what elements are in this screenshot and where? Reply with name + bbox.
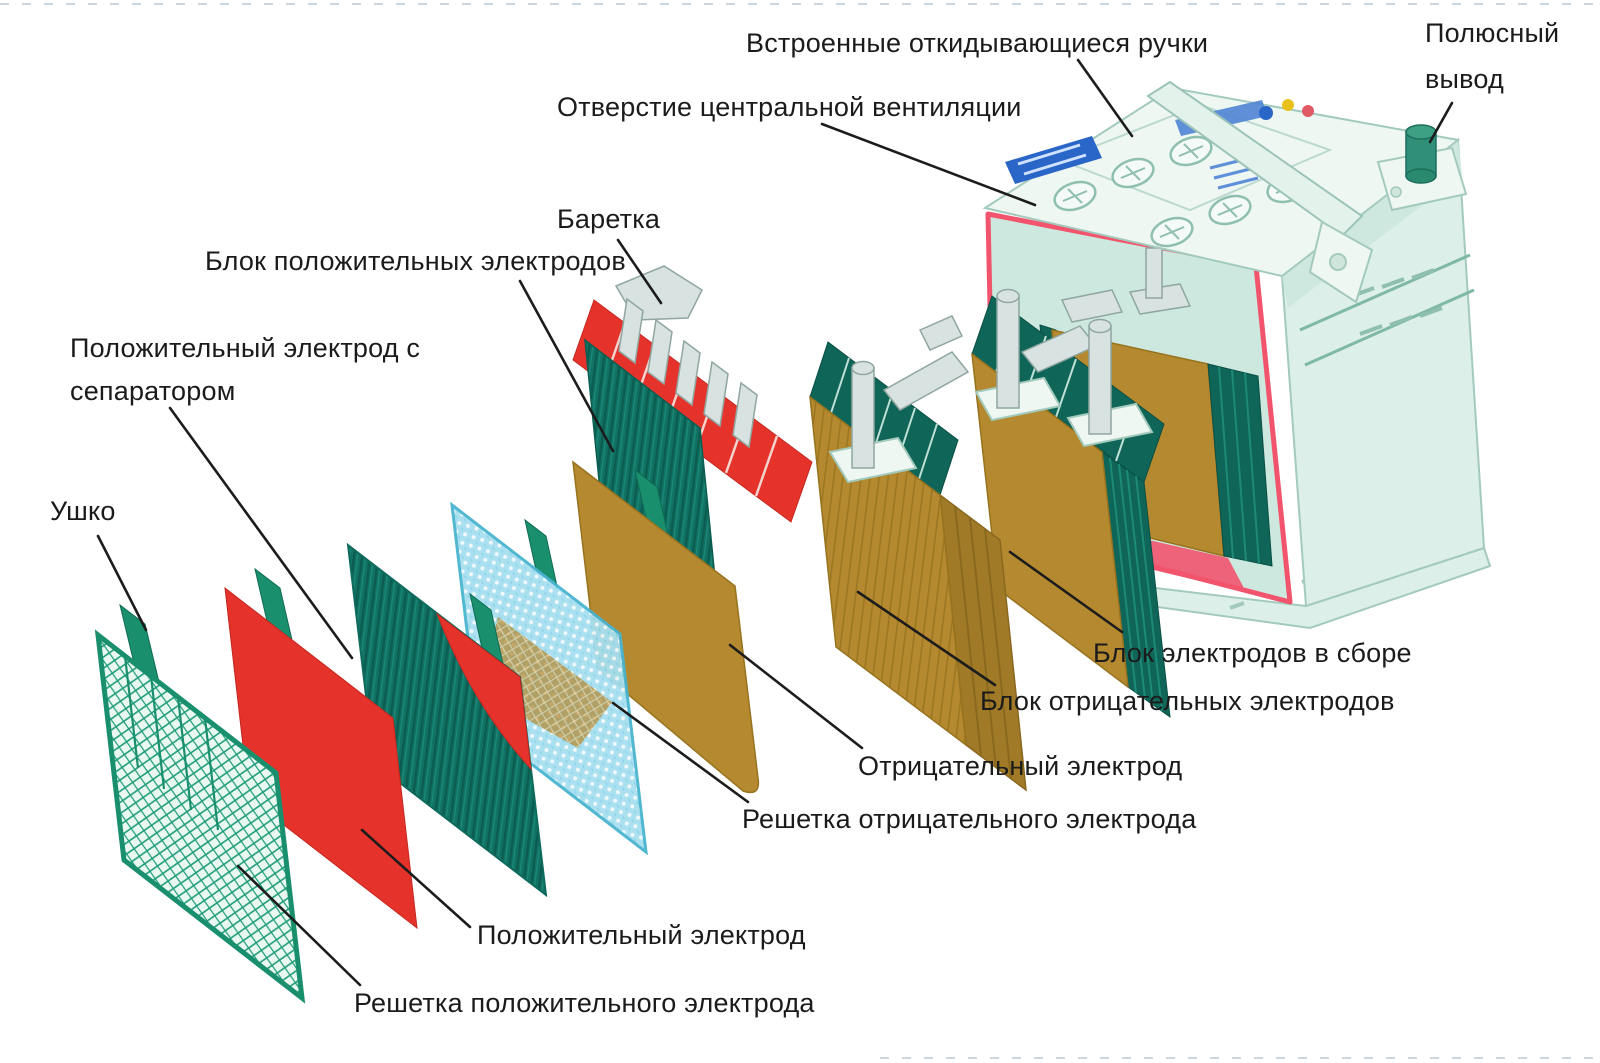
leader-lines xyxy=(96,58,1454,987)
leader-terminal xyxy=(1428,101,1454,144)
neg-block-lug-bar xyxy=(882,351,970,411)
assembled-front-plate xyxy=(971,352,1129,689)
pos-electrode-face xyxy=(224,586,418,930)
interior-post xyxy=(1145,247,1163,299)
leader-neg-block xyxy=(856,590,997,687)
leader-pos-grid xyxy=(236,864,362,987)
pos-block-top-stripes xyxy=(602,322,779,497)
assembled-post-1 xyxy=(996,295,1020,409)
label-pos-electrode-sep-line2: сепаратором xyxy=(70,376,235,406)
leader-handles xyxy=(1076,58,1134,138)
neg-block-lug-2 xyxy=(918,315,964,351)
terminal-post-base xyxy=(1405,168,1437,184)
battery-face-grooves xyxy=(1299,253,1475,367)
lid-label-left-text-lines xyxy=(1017,143,1087,176)
positive-grid xyxy=(94,603,306,1004)
label-assembled-block: Блок электродов в сборе xyxy=(1093,638,1412,668)
leader-pos-electrode-sep xyxy=(168,406,354,660)
label-baretka: Баретка xyxy=(557,204,661,234)
leader-neg-electrode xyxy=(728,643,864,750)
label-handles: Встроенные откидывающиеся ручки xyxy=(746,28,1208,58)
dot-red xyxy=(1302,105,1314,117)
lid-step xyxy=(1057,103,1333,212)
label-terminal-line1: Полюсный xyxy=(1425,18,1559,48)
leader-pos-block xyxy=(518,279,615,453)
leader-vent xyxy=(820,122,1037,207)
interior-ridge-lines xyxy=(1218,366,1260,565)
neg-grid-showthrough xyxy=(478,617,612,748)
positive-electrode-with-separator xyxy=(346,542,548,898)
assembled-post-2 xyxy=(1088,325,1112,435)
label-pos-grid: Решетка положительного электрода xyxy=(354,988,815,1018)
label-pos-block: Блок положительных электродов xyxy=(205,246,626,276)
fold-out-handle xyxy=(1146,80,1364,238)
pos-grid-mesh xyxy=(94,629,306,1004)
label-neg-block: Блок отрицательных электродов xyxy=(980,686,1395,716)
baretka-fingers xyxy=(618,297,758,449)
dot-blue xyxy=(1259,106,1273,120)
terminal-bracket-hole xyxy=(1390,186,1402,198)
label-pos-electrode: Положительный электрод xyxy=(477,920,806,950)
leader-lug xyxy=(96,534,148,632)
leader-assembled-block xyxy=(1008,550,1124,634)
assembled-ridge-lines xyxy=(1109,457,1163,712)
label-neg-electrode: Отрицательный электрод xyxy=(858,751,1182,781)
labels: Встроенные откидывающиеся ручки Полюсный… xyxy=(50,18,1559,1018)
separator-red-electrode-peek xyxy=(435,612,532,771)
leader-baretka xyxy=(616,238,663,305)
handle-bracket-hole xyxy=(1329,253,1347,271)
neg-block-post-top xyxy=(851,360,875,376)
negative-electrode-block xyxy=(809,315,1027,792)
dot-yellow xyxy=(1282,99,1294,111)
assembled-post-2-top xyxy=(1088,318,1112,334)
neg-block-fan-lines xyxy=(954,505,1012,780)
leader-neg-grid xyxy=(611,701,750,804)
label-pos-electrode-sep-line1: Положительный электрод с xyxy=(70,333,420,363)
interior-busbar-2 xyxy=(1128,283,1192,315)
label-lug: Ушко xyxy=(50,496,116,526)
positive-electrode-plate xyxy=(224,567,418,930)
label-neg-grid: Решетка отрицательного электрода xyxy=(742,804,1197,834)
pos-grid-coarse-wires xyxy=(123,655,220,831)
interior-busbar-1 xyxy=(1060,289,1124,323)
label-terminal-line2: вывод xyxy=(1425,64,1504,94)
vent-slots xyxy=(1351,268,1443,336)
label-vent: Отверстие центральной вентиляции xyxy=(557,92,1022,122)
neg-block-post xyxy=(851,367,875,469)
assembled-electrode-block xyxy=(971,288,1171,719)
assembled-post-1-top xyxy=(996,288,1020,304)
leader-pos-electrode xyxy=(360,828,472,929)
